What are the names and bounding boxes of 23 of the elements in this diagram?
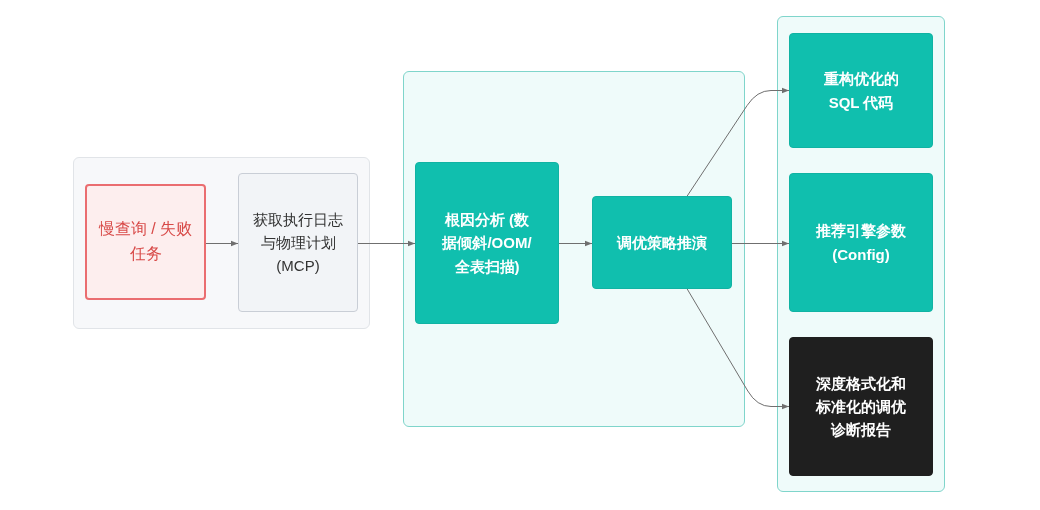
process-box xyxy=(592,196,732,289)
arrow xyxy=(205,240,239,247)
node-label: 重构优化的 SQL 代码 xyxy=(822,69,900,113)
output-box xyxy=(789,33,933,148)
node-label: 深度格式化和标准化的调优诊断报告 xyxy=(814,373,907,441)
node-label: 调优策略推演 xyxy=(617,232,707,253)
report-box xyxy=(789,337,933,476)
process-box xyxy=(85,184,206,300)
arrow xyxy=(686,87,790,197)
node-label: 根因分析 (数据倾斜/OOM/全表扫描) xyxy=(441,210,533,277)
node-label: 获取执行日志与物理计划 (MCP) xyxy=(252,209,344,277)
arrow xyxy=(558,240,593,247)
arrow xyxy=(731,240,790,247)
arrow xyxy=(357,240,416,247)
node-label: 推荐引擎参数 (Config) xyxy=(815,221,907,265)
panel xyxy=(777,16,945,492)
node-label: 慢查询 / 失败任务 xyxy=(97,219,194,264)
output-box xyxy=(789,173,933,312)
panel xyxy=(73,157,370,329)
process-box xyxy=(238,173,358,312)
panel xyxy=(403,71,745,427)
process-box xyxy=(415,162,559,324)
arrow xyxy=(686,288,790,410)
